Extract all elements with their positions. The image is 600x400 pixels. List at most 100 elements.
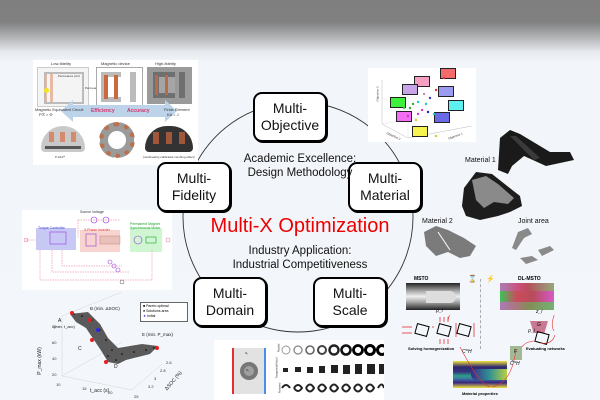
g-label: G — [537, 322, 541, 328]
pareto-point-d — [104, 360, 108, 364]
pareto-points — [402, 76, 446, 138]
node-label: Multi- Material — [360, 170, 410, 203]
design-tile-green — [390, 97, 406, 108]
joint-area-label: Joint area — [518, 218, 549, 225]
motor-segment-low — [41, 126, 85, 152]
material-properties-label: Material properties — [462, 391, 498, 396]
multi-material-figure: Material 1 Material 2 Joint area — [422, 130, 600, 264]
z-tick: 40 — [52, 356, 57, 361]
pareto-plot-axes — [61, 292, 163, 391]
c-dl-label: Ĉ^H — [510, 361, 520, 367]
generator-network-block — [530, 321, 548, 333]
pareto-point-c — [90, 338, 94, 342]
dl-msto-latent-map — [500, 283, 554, 310]
legend-pareto-optimal: ■ Pareto optimal — [143, 304, 169, 308]
z-label: z_i — [536, 309, 543, 315]
material-property-map — [453, 361, 507, 388]
multi-fidelity-figure: Low-fidelity Permeance (Air) Permeance (… — [33, 60, 198, 165]
material-2-model — [424, 226, 476, 258]
unit-cell-graphics — [402, 315, 556, 348]
magnetic-device-label: Magnetic device — [101, 61, 130, 66]
pareto-point-e — [155, 346, 159, 350]
legend-solutions-area: ■ Solutions area — [143, 309, 169, 313]
row-rotated — [281, 383, 384, 393]
x-tick: 20 — [108, 390, 113, 395]
node-multi-fidelity[interactable]: Multi- Fidelity — [157, 162, 231, 212]
msto-density-map — [406, 283, 460, 310]
material-2-label: Material 2 — [422, 218, 453, 225]
motor-label: Permanent Magnet Synchronous Motor — [130, 222, 161, 230]
design-tile-yellow — [412, 126, 428, 137]
design-tile-red — [440, 68, 456, 79]
node-label: Multi- Fidelity — [171, 170, 217, 203]
low-fidelity-caption: # 1/10ᵗʰ — [55, 155, 66, 159]
node-label: Multi- Domain — [205, 285, 255, 318]
torque-controller-label: Torque Controller — [38, 226, 65, 230]
x-tick: 25 — [134, 394, 139, 399]
row-radial — [281, 344, 384, 356]
permeance-air-label: Permeance (Air) — [58, 74, 80, 78]
high-fidelity-label: High-fidelity — [155, 61, 176, 66]
academic-excellence-text: Academic Excellence: Design Methodology — [243, 153, 357, 179]
divider-line — [480, 279, 481, 349]
z-axis-label: P_max (kW) — [36, 347, 43, 375]
magnetic-circuit-equation: Pℛ = Φ — [39, 112, 53, 117]
bracket-material-1-model — [498, 130, 574, 174]
msto-label: MSTO — [414, 276, 429, 282]
x-axis-label: t_acc (s) — [90, 388, 110, 394]
source-voltage-label: Source Voltage — [80, 210, 104, 214]
design-tile-pink — [414, 76, 430, 87]
point-a-note: (min. t_acc) — [54, 324, 75, 329]
pareto-point-a — [70, 311, 74, 315]
multi-domain-circuit: Source Voltage Torque Controller 3-Phase… — [22, 210, 172, 290]
node-multi-domain[interactable]: Multi- Domain — [193, 277, 267, 327]
c-h-label: C^H — [462, 349, 472, 355]
design-tile-lavender — [402, 84, 418, 95]
pareto-legend: ■ Pareto optimal ■ Solutions area ★ Init… — [140, 302, 188, 322]
low-fidelity-label: Low-fidelity — [51, 61, 72, 66]
y-tick: 3 — [154, 376, 157, 381]
legend-initial: ★ Initial — [143, 314, 156, 318]
node-label: Multi- Objective — [260, 100, 320, 133]
efficiency-label: Efficiency — [91, 108, 115, 114]
hourglass-icon: ⌛ — [468, 276, 477, 283]
x-tick: 10 — [56, 382, 61, 387]
z-tick: 60 — [52, 340, 57, 345]
mmf-source-icon — [44, 88, 49, 93]
node-multi-material[interactable]: Multi- Material — [348, 162, 422, 212]
point-a-label: A — [58, 318, 62, 324]
high-fidelity-caption: (nonlinearity-calibrated meshing effect) — [143, 155, 195, 159]
pareto-point-b — [88, 318, 92, 322]
node-multi-objective[interactable]: Multi- Objective — [253, 92, 327, 142]
multi-domain-pareto-plot: ■ Pareto optimal ■ Solutions area ★ Init… — [22, 292, 192, 400]
z-tick: 20 — [52, 372, 57, 377]
material-1-label: Material 1 — [465, 157, 496, 164]
row-label-tangential: Tangential/Axial — [274, 357, 279, 379]
bracket-combined-model — [462, 172, 522, 220]
circuit-wiring — [23, 216, 171, 285]
rho-label: ρ_i — [436, 308, 443, 314]
point-e-label: E (min. P_max) — [142, 332, 174, 337]
y-tick: 2.6 — [166, 360, 172, 365]
topology-rows — [281, 344, 384, 393]
multi-objective-plot: Objective 3 Objective 2 Objective 1 — [368, 68, 476, 142]
inverter-label: 3-Phase Inverter — [84, 228, 110, 232]
efficiency-accuracy-arrow — [61, 100, 177, 122]
omega-inner-label: Ω₂ — [246, 368, 250, 372]
accuracy-label: Accuracy — [127, 108, 150, 114]
solving-homogenization-label: Solving homogenization — [408, 346, 455, 351]
z-tick: 80 — [52, 324, 57, 329]
finite-element-label: Finite Element — [164, 107, 190, 112]
center-title: Multi-X Optimization — [210, 215, 390, 237]
dl-msto-label: DL-MSTO — [518, 276, 541, 282]
rho-hat-label: ρ_i — [528, 328, 535, 334]
point-b-label: B (min. ΔSOC) — [90, 306, 120, 311]
row-tangential — [283, 364, 384, 374]
y-tick: 3.2 — [148, 384, 154, 389]
motor-stator-ring — [99, 122, 135, 158]
topology-variants-figure: Ω₁ Ω₂ Radial Tangential/Axial Rotated — [214, 340, 384, 400]
point-d-label: D — [114, 364, 118, 370]
magnetic-circuit-diagram: Permeance (Air) — [37, 67, 89, 107]
node-multi-scale[interactable]: Multi- Scale — [313, 277, 387, 327]
unit-cell-diagram: Ω₁ Ω₂ — [232, 348, 266, 394]
